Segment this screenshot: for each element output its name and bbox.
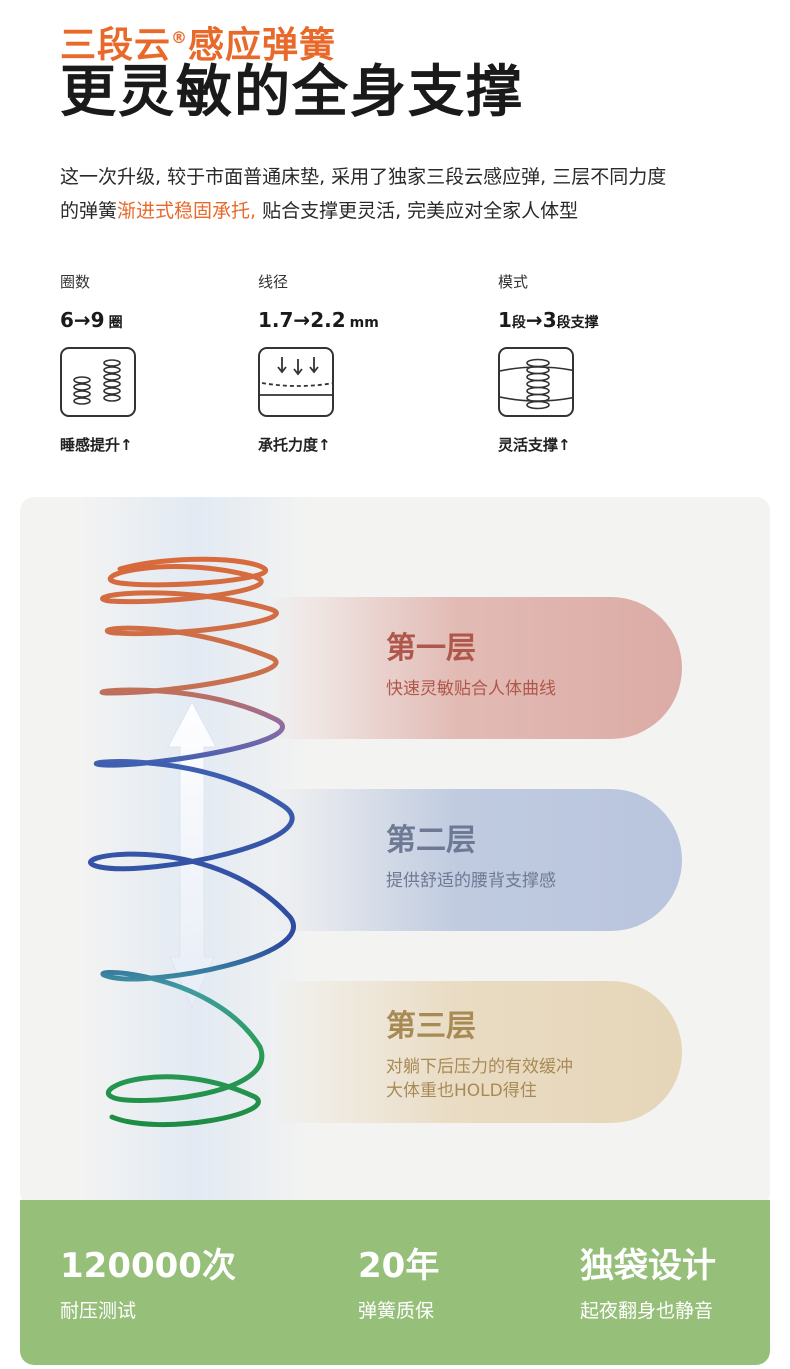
spring-layers-icon	[498, 347, 574, 417]
stat-label: 耐压测试	[60, 1300, 137, 1322]
layer-title: 第三层	[386, 1009, 476, 1044]
coin-stacks-icon	[60, 347, 136, 417]
spec-caption: 灵活支撑↑	[498, 436, 571, 454]
spring-illustration-panel: 第一层 快速灵敏贴合人体曲线 第二层 提供舒适的腰背支撑感 第三层 对躺下后压力…	[20, 497, 770, 1207]
product-subtitle: 三段云®感应弹簧	[60, 25, 337, 66]
stat-pocket-design: 独袋设计 起夜翻身也静音	[580, 1244, 716, 1324]
stat-value: 20年	[358, 1246, 440, 1286]
layer-title: 第一层	[386, 631, 476, 666]
spring-coil-icon	[88, 556, 296, 1128]
layer-card-2: 第二层 提供舒适的腰背支撑感	[270, 789, 682, 931]
spec-label: 线径	[258, 273, 289, 291]
layer-desc: 提供舒适的腰背支撑感	[386, 871, 556, 891]
spec-caption: 承托力度↑	[258, 436, 331, 454]
stat-label: 弹簧质保	[358, 1300, 435, 1322]
double-arrow-icon	[167, 700, 217, 1009]
intro-line-2: 的弹簧渐进式稳固承托, 贴合支撑更灵活, 完美应对全家人体型	[60, 200, 579, 222]
layer-card-1: 第一层 快速灵敏贴合人体曲线	[270, 597, 682, 739]
spec-label: 模式	[498, 273, 529, 291]
layer-title: 第二层	[386, 823, 476, 858]
spec-value: 1段→3段支撑	[498, 308, 599, 332]
layer-desc: 快速灵敏贴合人体曲线	[386, 679, 556, 699]
spec-caption: 睡感提升↑	[60, 436, 133, 454]
pressure-arrows-icon	[258, 347, 334, 417]
page-title: 更灵敏的全身支撑	[60, 60, 524, 125]
stat-value: 独袋设计	[580, 1246, 716, 1286]
layer-card-3: 第三层 对躺下后压力的有效缓冲 大体重也HOLD得住	[270, 981, 682, 1123]
layer-desc: 对躺下后压力的有效缓冲	[386, 1057, 573, 1077]
stat-pressure-test: 120000次 耐压测试	[60, 1244, 236, 1324]
stat-value: 120000次	[60, 1246, 236, 1286]
intro-line-1: 这一次升级, 较于市面普通床垫, 采用了独家三段云感应弹, 三层不同力度	[60, 166, 667, 188]
intro-highlight: 渐进式稳固承托,	[117, 200, 257, 222]
intro-paragraph: 这一次升级, 较于市面普通床垫, 采用了独家三段云感应弹, 三层不同力度 的弹簧…	[60, 160, 750, 228]
spec-support-mode: 模式 1段→3段支撑 灵活支撑↑	[498, 270, 698, 457]
layer-desc-2: 大体重也HOLD得住	[386, 1081, 537, 1101]
spec-label: 圈数	[60, 273, 91, 291]
stat-label: 起夜翻身也静音	[580, 1300, 714, 1322]
stats-bar: 120000次 耐压测试 20年 弹簧质保 独袋设计 起夜翻身也静音	[20, 1200, 770, 1365]
stat-warranty: 20年 弹簧质保	[358, 1244, 439, 1324]
